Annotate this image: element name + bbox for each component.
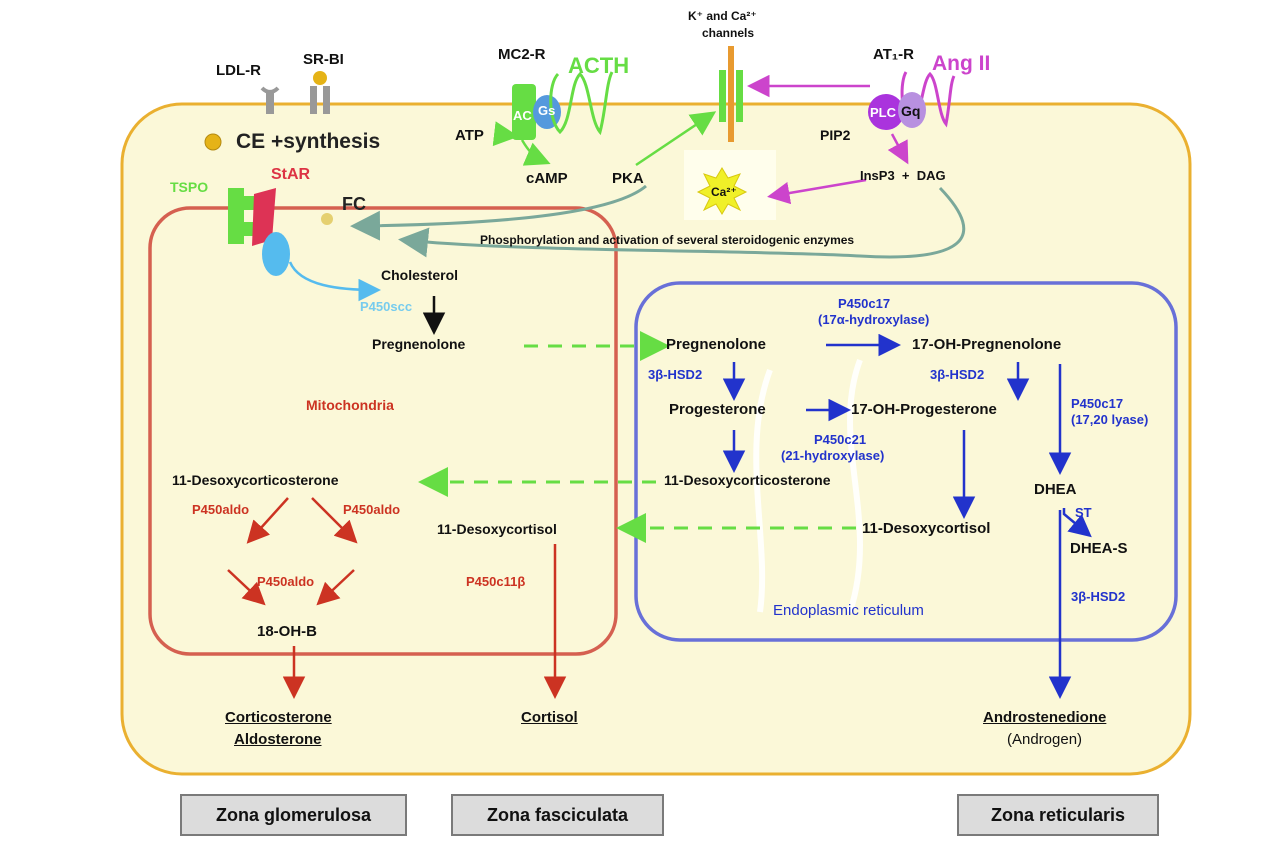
camp-label: cAMP	[526, 170, 568, 187]
fc-particle	[321, 213, 333, 225]
mc2r-label: MC2-R	[498, 46, 546, 63]
er-compartment	[634, 281, 1178, 642]
progesterone-label: Progesterone	[669, 401, 766, 418]
cell-membrane	[120, 102, 1192, 776]
star-label: StAR	[271, 166, 311, 183]
arrow-doc-aldo-right	[311, 497, 358, 544]
lyase-label-2: (17,20 lyase)	[1071, 412, 1149, 427]
zona-glomerulosa-box: Zona glomerulosa	[180, 794, 407, 836]
at1r-complex	[868, 71, 956, 130]
arrow-dag-fc	[398, 186, 966, 259]
hsd2-b-label: 3β-HSD2	[930, 367, 985, 382]
arrow-dhea-dheas	[1062, 508, 1092, 538]
pip2-label: PIP2	[820, 127, 851, 143]
p450scc-label: P450scc	[360, 299, 413, 314]
oh17-pregnenolone-label: 17-OH-Pregnenolone	[912, 336, 1062, 353]
corticosterone-label: Corticosterone	[225, 709, 332, 726]
aldosterone-label: Aldosterone	[234, 731, 322, 748]
insp3-dag-label: InsP3 + DAG	[860, 168, 946, 183]
hsd2-a-label: 3β-HSD2	[648, 367, 703, 382]
pka-label: PKA	[612, 170, 644, 187]
phospho-label: Phosphorylation and activation of severa…	[480, 233, 855, 247]
cholesterol-label: Cholesterol	[381, 267, 459, 283]
androgen-label: (Androgen)	[1007, 731, 1083, 748]
mitochondria-label: Mitochondria	[306, 397, 394, 413]
arrow-plc-insp3	[887, 133, 909, 165]
arrow-aldo-18ohb-right	[316, 569, 355, 606]
mito-deoxycorticosterone-label: 11-Desoxycorticosterone	[172, 472, 339, 488]
lyase-label-1: P450c17	[1071, 396, 1124, 411]
p450c21-label-1: P450c21	[814, 432, 867, 447]
channels-label-2: channels	[702, 26, 755, 40]
gq-label: Gq	[901, 103, 921, 119]
gs-label: Gs	[538, 103, 556, 118]
zona-glomerulosa-label: Zona glomerulosa	[215, 804, 372, 825]
p450c21-label-2: (21-hydroxylase)	[781, 448, 885, 463]
ca-star	[696, 167, 748, 215]
channel	[719, 46, 743, 142]
arrow-atp-ac	[492, 121, 519, 147]
p450c17-label-2: (17α-hydroxylase)	[818, 312, 930, 327]
p450c11b-label: P450c11β	[466, 574, 526, 589]
at1r-label: AT₁-R	[873, 46, 914, 63]
arrow-aldo-18ohb-left	[227, 569, 266, 606]
atp-label: ATP	[455, 127, 484, 144]
mito-pregnenolone-label: Pregnenolone	[372, 336, 466, 352]
mitochondria-compartment	[148, 206, 618, 656]
acth-label: ACTH	[568, 53, 630, 78]
er-pregnenolone-label: Pregnenolone	[666, 336, 767, 353]
dhea-label: DHEA	[1034, 481, 1077, 498]
plc-label: PLC	[870, 105, 896, 120]
zona-fasciculata-box: Zona fasciculata	[451, 794, 664, 836]
p450aldo-left-label: P450aldo	[192, 502, 250, 517]
p450aldo-center-label: P450aldo	[257, 574, 315, 589]
ldlr-label: LDL-R	[216, 62, 261, 79]
fc-label: FC	[342, 194, 366, 214]
st-label: ST	[1075, 505, 1092, 520]
channels-label-1: K⁺ and Ca²⁺	[688, 9, 757, 23]
hsd2-c-label: 3β-HSD2	[1071, 589, 1126, 604]
er-fold	[753, 368, 773, 613]
arrow-insp3-ca	[767, 178, 867, 205]
oh17-progesterone-label: 17-OH-Progesterone	[851, 401, 997, 418]
arrow-pka-fc	[350, 184, 647, 241]
tspo-label: TSPO	[170, 179, 209, 195]
cortisol-label: Cortisol	[521, 709, 578, 726]
ca-label: Ca²⁺	[711, 185, 737, 199]
srbi-label: SR-BI	[303, 51, 344, 68]
er-deoxycortisol-label: 11-Desoxycortisol	[862, 520, 991, 537]
p450c17-label-1: P450c17	[838, 296, 891, 311]
er-label: Endoplasmic reticulum	[773, 602, 924, 619]
zona-reticularis-label: Zona reticularis	[990, 804, 1126, 825]
oh18b-label: 18-OH-B	[257, 623, 318, 640]
dheas-label: DHEA-S	[1070, 540, 1128, 557]
p450aldo-right-label: P450aldo	[343, 502, 401, 517]
arrow-pka-channel	[635, 111, 717, 167]
ce-synthesis-label: CE +synthesis	[236, 130, 381, 153]
er-deoxycorticosterone-label: 11-Desoxycorticosterone	[664, 472, 831, 488]
ce-droplet	[204, 133, 222, 151]
er-fold	[847, 358, 863, 613]
srbi-receptor	[310, 71, 330, 114]
arrow-doc-aldo-left	[246, 497, 289, 544]
arrow-star-cholesterol	[288, 261, 381, 302]
mito-deoxycortisol-label: 11-Desoxycortisol	[437, 521, 557, 537]
ang2-label: Ang II	[932, 52, 991, 75]
arrow-ac-camp	[520, 139, 551, 166]
zona-reticularis-box: Zona reticularis	[957, 794, 1159, 836]
zona-fasciculata-label: Zona fasciculata	[486, 804, 629, 825]
ac-label: AC	[513, 108, 532, 123]
androstenedione-label: Androstenedione	[983, 709, 1107, 726]
tspo-star-complex	[228, 188, 290, 276]
ldlr-receptor	[260, 86, 280, 114]
